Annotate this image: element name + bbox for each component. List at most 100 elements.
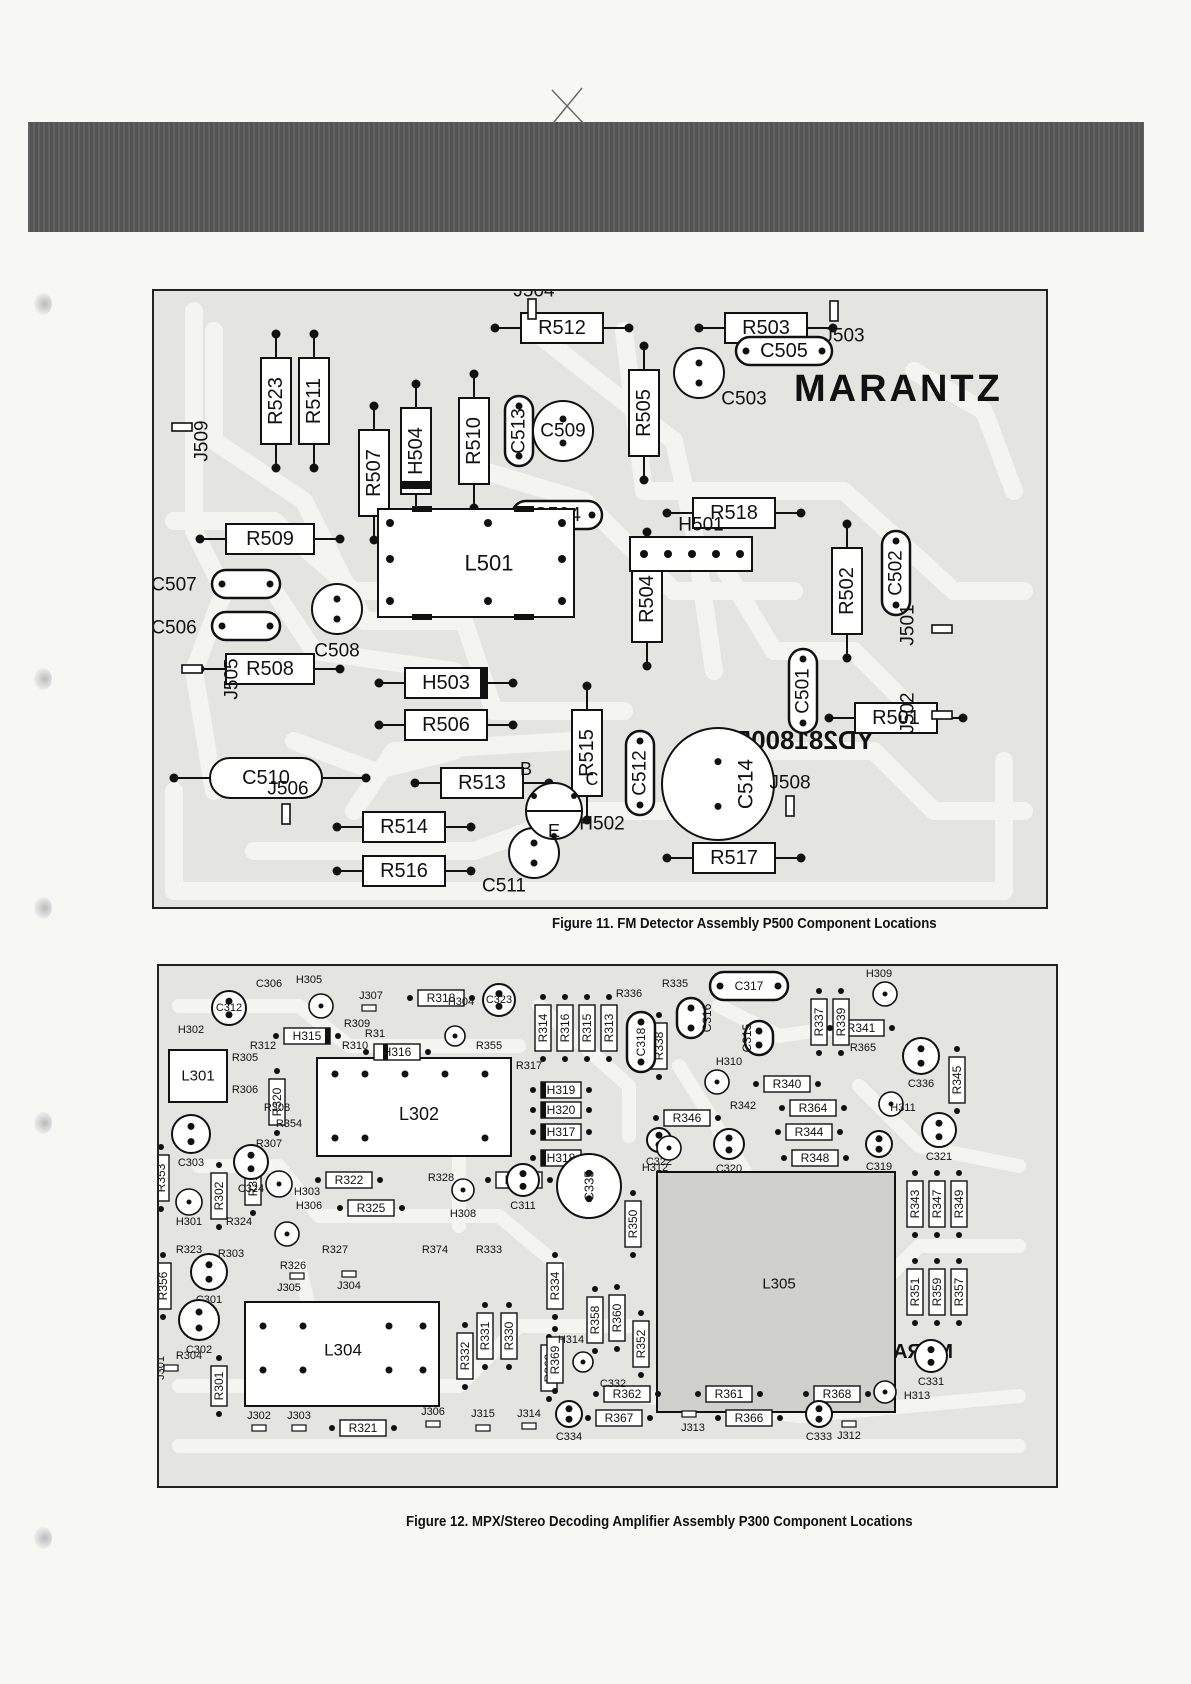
solder-pad [837, 1129, 843, 1135]
mpx-decoder-layout: YD2818004-0MARANTZL301L302L304L305R318H3… [159, 968, 1026, 1453]
solder-pad [888, 1101, 894, 1107]
solder-pad [637, 1018, 645, 1026]
solder-pad [653, 1115, 659, 1121]
solder-pad [318, 1003, 324, 1009]
solder-pad [715, 1115, 721, 1121]
component-label: R334 [548, 1271, 562, 1300]
jumper-pad [425, 1420, 441, 1428]
solder-pad [716, 982, 724, 990]
polarity-band [541, 1124, 546, 1140]
solder-pad [369, 535, 379, 545]
resistor-body [854, 702, 938, 734]
jumper-pad [361, 1004, 377, 1012]
component-label: R325 [357, 1201, 386, 1215]
component-label: R515 [576, 729, 598, 777]
solder-pad [369, 401, 379, 411]
resistor-body [404, 667, 488, 699]
solder-pad [186, 1199, 192, 1205]
solder-pad [506, 1302, 512, 1308]
solder-pad [742, 347, 750, 355]
solder-pad [274, 1068, 280, 1074]
resistor-body [225, 523, 315, 555]
solder-pad [585, 1415, 591, 1421]
solder-pad [655, 1131, 663, 1139]
polarity-band [383, 1044, 388, 1060]
solder-pad [630, 1190, 636, 1196]
polarity-band [541, 1082, 546, 1098]
solder-pad [530, 859, 538, 867]
resistor-body [692, 842, 776, 874]
solder-pad [332, 822, 342, 832]
solder-pad [958, 713, 968, 723]
component-label: C514 [735, 759, 758, 810]
solder-pad [889, 1025, 895, 1031]
small-component-label: R333 [476, 1244, 502, 1256]
copper-trace [615, 322, 1033, 600]
component-label: H316 [383, 1045, 412, 1059]
solder-pad [195, 1308, 203, 1316]
solder-pad [546, 1396, 552, 1402]
solder-pad [584, 994, 590, 1000]
solder-pad [195, 534, 205, 544]
transistor-label: H314 [558, 1334, 584, 1346]
component-label: R369 [548, 1345, 562, 1374]
transistor-label: H303 [294, 1186, 320, 1198]
solder-pad [484, 519, 492, 527]
polarity-band [541, 1150, 546, 1166]
binder-hole-mark [34, 668, 52, 690]
solder-pad [695, 359, 703, 367]
component-label: C317 [735, 979, 764, 993]
solder-pad [271, 463, 281, 473]
solder-pad [485, 1177, 491, 1183]
solder-pad [927, 1346, 935, 1354]
component-label: C505 [760, 340, 808, 362]
solder-pad [614, 1284, 620, 1290]
resistor-body [608, 1294, 626, 1342]
solder-pad [552, 1388, 558, 1394]
solder-pad [586, 1129, 592, 1135]
solder-pad [725, 1146, 733, 1154]
capacitor-body [311, 583, 363, 635]
small-component-label: R335 [662, 978, 688, 990]
solder-pad [796, 853, 806, 863]
solder-pad [865, 1391, 871, 1397]
solder-pad [559, 415, 567, 423]
solder-pad [469, 369, 479, 379]
capacitor-label: C324 [238, 1183, 264, 1195]
component-label: C501 [793, 668, 814, 713]
solder-pad [452, 1033, 458, 1039]
solder-pad [482, 1302, 488, 1308]
solder-pad [247, 1151, 255, 1159]
resistor-body [663, 1109, 711, 1127]
solder-pad [559, 439, 567, 447]
solder-pad [565, 1415, 573, 1423]
jumper-label: J505 [222, 658, 243, 699]
jumper-pad [785, 795, 795, 817]
capacitor-body [555, 1400, 583, 1428]
capacitor-body [713, 1128, 745, 1160]
solder-pad [892, 537, 900, 545]
resistor-body [789, 1099, 837, 1117]
solder-pad [160, 1314, 166, 1320]
jumper-label: J506 [267, 779, 308, 800]
solder-pad [777, 1415, 783, 1421]
solder-pad [935, 1133, 943, 1141]
solder-pad [562, 994, 568, 1000]
solder-pad [271, 329, 281, 339]
solder-pad [490, 323, 500, 333]
solder-pad [842, 519, 852, 529]
component-label: R346 [673, 1111, 702, 1125]
solder-pad [796, 508, 806, 518]
capacitor-body [171, 1114, 211, 1154]
polarity-band [401, 481, 431, 489]
copper-trace [712, 999, 856, 1043]
solder-pad [299, 1322, 307, 1330]
component-label: R344 [795, 1125, 824, 1139]
solder-pad [725, 1134, 733, 1142]
resistor-body [600, 1004, 618, 1052]
component-label: R330 [502, 1321, 516, 1350]
component-label: R516 [380, 860, 428, 882]
component-label: R510 [463, 417, 485, 465]
